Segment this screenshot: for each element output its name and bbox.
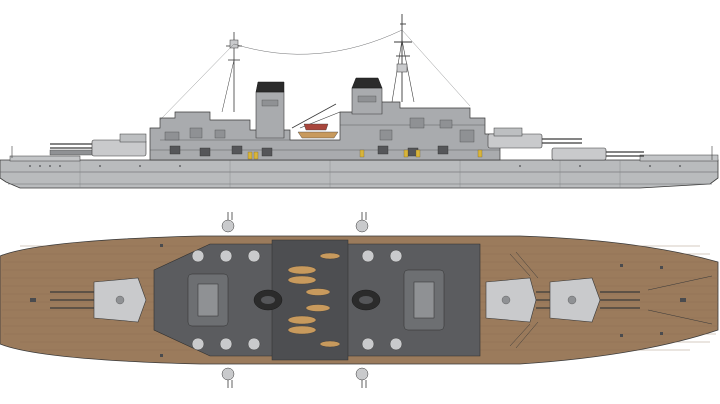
plan-deck-fittings — [30, 244, 686, 357]
profile-view — [0, 14, 719, 189]
profile-hull — [0, 159, 719, 189]
profile-fore-turret-a — [551, 147, 644, 161]
profile-rigging-aft — [159, 43, 235, 121]
plan-bridge — [187, 269, 445, 331]
profile-aft-turret — [49, 133, 147, 157]
plan-funnels — [253, 289, 381, 311]
profile-rigging-fore — [401, 29, 471, 107]
profile-stern-deckhouse — [9, 155, 81, 162]
profile-hull-seams — [79, 160, 621, 188]
plan-fore-turret-b — [485, 277, 550, 323]
plan-view — [0, 212, 719, 388]
profile-fore-turret-b — [487, 127, 582, 149]
plan-boats — [287, 252, 341, 348]
plan-fore-turret-a — [549, 277, 640, 323]
profile-aft-mast — [221, 32, 242, 113]
profile-superstructure-details — [150, 117, 500, 151]
profile-superstructure — [149, 101, 501, 161]
plan-anchor-chains — [647, 275, 713, 325]
profile-boat-deck — [291, 103, 341, 139]
profile-aft-funnel — [255, 81, 285, 139]
profile-portholes — [29, 165, 681, 167]
profile-fore-mast — [391, 14, 415, 103]
plan-paravane-lines — [509, 251, 539, 349]
plan-secondary-mounts — [191, 219, 403, 381]
profile-bow-deckhouse — [639, 154, 719, 162]
profile-fore-funnel — [351, 77, 383, 115]
plan-steel-deck-center — [271, 239, 349, 361]
plan-aft-turret — [50, 277, 147, 323]
profile-ventilators — [247, 149, 483, 160]
profile-rigging — [233, 29, 403, 55]
plan-secondary-barrels — [227, 212, 367, 388]
profile-aft-turret-guns — [50, 143, 92, 149]
